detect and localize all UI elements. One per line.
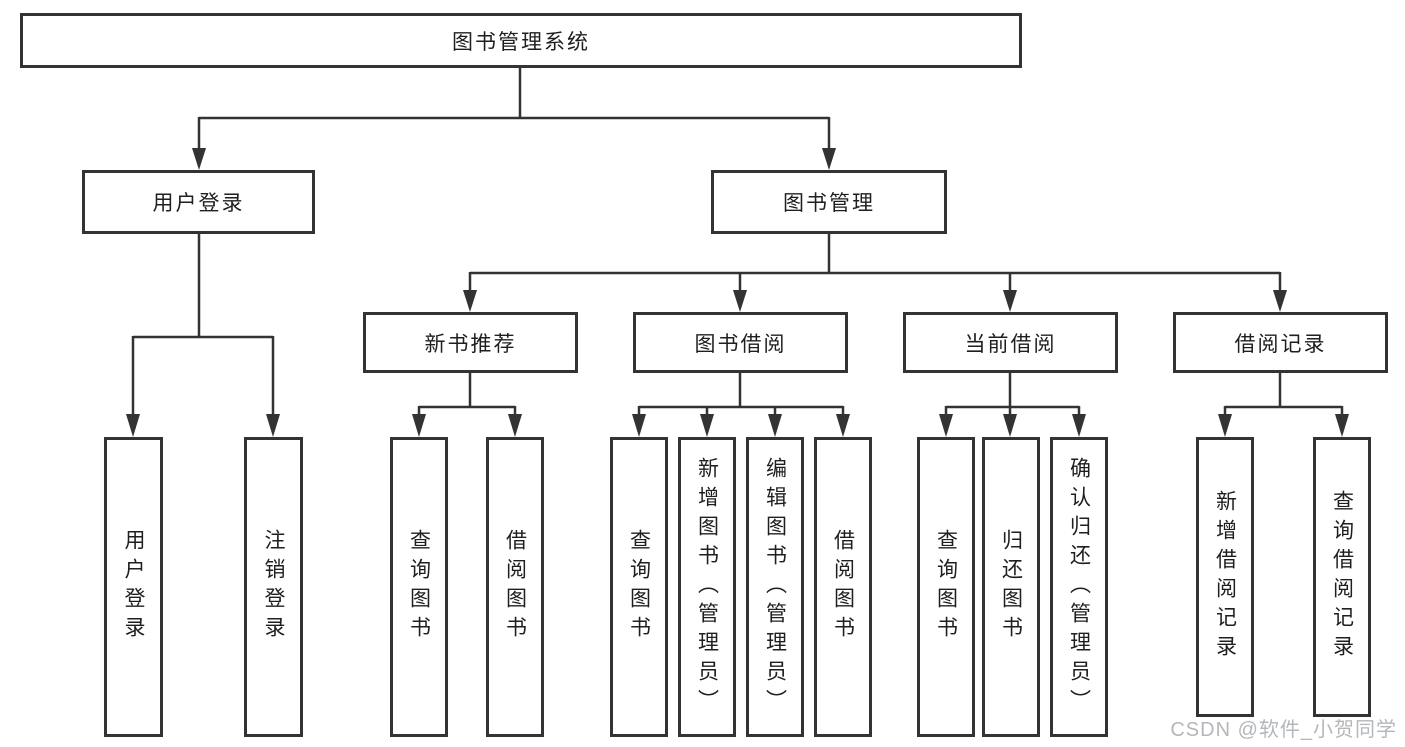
connector-borrowing-records-to-leaves <box>1218 373 1349 437</box>
arrowhead <box>632 414 646 437</box>
node-recommend-borrow-books: 借阅图书 <box>486 437 544 737</box>
connector-book-borrowing-to-leaves <box>632 373 850 437</box>
node-label: 用户登录 <box>152 192 245 215</box>
connector-book-management-to-level3 <box>463 234 1287 312</box>
connector-root-to-level2 <box>192 68 836 170</box>
arrowhead <box>939 414 953 437</box>
node-label: 借阅图书 <box>503 529 527 645</box>
node-label: 查询图书 <box>934 529 958 645</box>
node-root-library-management-system: 图书管理系统 <box>20 13 1022 68</box>
arrowhead <box>1273 290 1287 312</box>
node-label: 新增图书（管理员） <box>695 456 719 718</box>
arrowhead <box>1072 414 1086 437</box>
node-current-confirm-return-admin: 确认归还（管理员） <box>1050 437 1108 737</box>
arrowhead <box>1003 290 1017 312</box>
node-current-query-books: 查询图书 <box>917 437 975 737</box>
node-borrowing-records: 借阅记录 <box>1173 312 1388 373</box>
node-label: 编辑图书（管理员） <box>763 456 787 718</box>
arrowhead <box>1335 414 1349 437</box>
node-user-login: 用户登录 <box>82 170 315 234</box>
arrowhead <box>508 414 522 437</box>
node-book-management: 图书管理 <box>711 170 947 234</box>
arrowhead <box>1218 414 1232 437</box>
node-label: 借阅图书 <box>831 529 855 645</box>
arrowhead <box>768 414 782 437</box>
node-borrowing-edit-books-admin: 编辑图书（管理员） <box>746 437 804 737</box>
node-label: 图书管理系统 <box>452 30 590 54</box>
node-new-book-recommendation: 新书推荐 <box>363 312 578 373</box>
arrowhead <box>836 414 850 437</box>
connector-user-login-to-leaves <box>126 234 280 437</box>
connector-current-borrowing-to-leaves <box>939 373 1086 437</box>
node-recommend-query-books: 查询图书 <box>390 437 448 737</box>
csdn-watermark: CSDN @软件_小贺同学 <box>1170 719 1397 741</box>
node-label: 查询图书 <box>407 529 431 645</box>
node-label: 图书借阅 <box>694 332 787 356</box>
node-label: 用户登录 <box>122 529 145 645</box>
arrowhead <box>192 148 206 170</box>
arrowhead <box>126 414 140 437</box>
node-leaf-user-login: 用户登录 <box>104 437 163 737</box>
node-label: 注销登录 <box>262 529 285 645</box>
node-book-borrowing: 图书借阅 <box>633 312 848 373</box>
arrowhead <box>1003 414 1017 437</box>
node-label: 当前借阅 <box>964 332 1057 356</box>
node-borrowing-borrow-books: 借阅图书 <box>814 437 872 737</box>
node-borrowing-add-books-admin: 新增图书（管理员） <box>678 437 736 737</box>
node-leaf-logout: 注销登录 <box>244 437 303 737</box>
node-label: 新增借阅记录 <box>1213 490 1237 664</box>
arrowhead <box>700 414 714 437</box>
node-records-query-borrow-record: 查询借阅记录 <box>1313 437 1371 717</box>
node-label: 归还图书 <box>999 529 1023 645</box>
arrowhead <box>733 290 747 312</box>
node-label: 借阅记录 <box>1234 332 1327 356</box>
connector-new-book-recommendation-to-leaves <box>412 373 522 437</box>
arrowhead <box>822 148 836 170</box>
node-current-return-books: 归还图书 <box>982 437 1040 737</box>
arrowhead <box>412 414 426 437</box>
node-label: 查询图书 <box>627 529 651 645</box>
node-label: 图书管理 <box>783 192 875 215</box>
node-records-add-borrow-record: 新增借阅记录 <box>1196 437 1254 717</box>
arrowhead <box>266 414 280 437</box>
node-label: 查询借阅记录 <box>1330 490 1354 664</box>
node-label: 确认归还（管理员） <box>1067 456 1091 718</box>
arrowhead <box>463 290 477 312</box>
node-label: 新书推荐 <box>424 332 517 356</box>
node-current-borrowing: 当前借阅 <box>903 312 1118 373</box>
node-borrowing-query-books: 查询图书 <box>610 437 668 737</box>
